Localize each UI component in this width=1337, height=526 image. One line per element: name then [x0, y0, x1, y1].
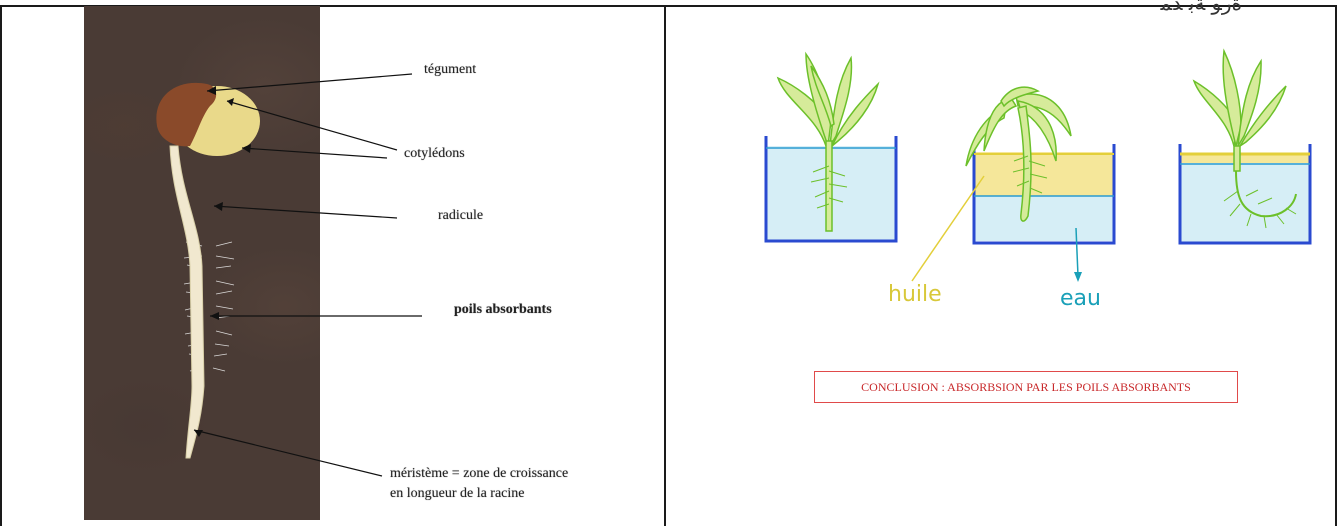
seedling-drawing — [2, 6, 668, 520]
right-panel: huile eau CONCLUSION : ABSORBSION PAR LE… — [666, 6, 1337, 526]
label-poils-absorbants: poils absorbants — [454, 302, 552, 318]
label-tegument: tégument — [424, 62, 476, 78]
root — [170, 146, 204, 458]
label-eau: eau — [1060, 286, 1101, 311]
label-radicule: radicule — [438, 208, 483, 224]
label-meristeme-line1: méristème = zone de croissance — [390, 466, 568, 482]
label-meristeme-line2: en longueur de la racine — [390, 486, 525, 502]
label-cotyledons: cotylédons — [404, 146, 465, 162]
absorption-experiment — [666, 6, 1337, 520]
eau-arrowhead — [1074, 272, 1082, 282]
container-oil-film — [1180, 144, 1310, 243]
left-panel: tégument cotylédons radicule poils absor… — [0, 6, 666, 526]
container-oil-water — [974, 144, 1114, 243]
label-huile: huile — [888, 282, 942, 307]
conclusion-box: CONCLUSION : ABSORBSION PAR LES POILS AB… — [814, 371, 1238, 403]
